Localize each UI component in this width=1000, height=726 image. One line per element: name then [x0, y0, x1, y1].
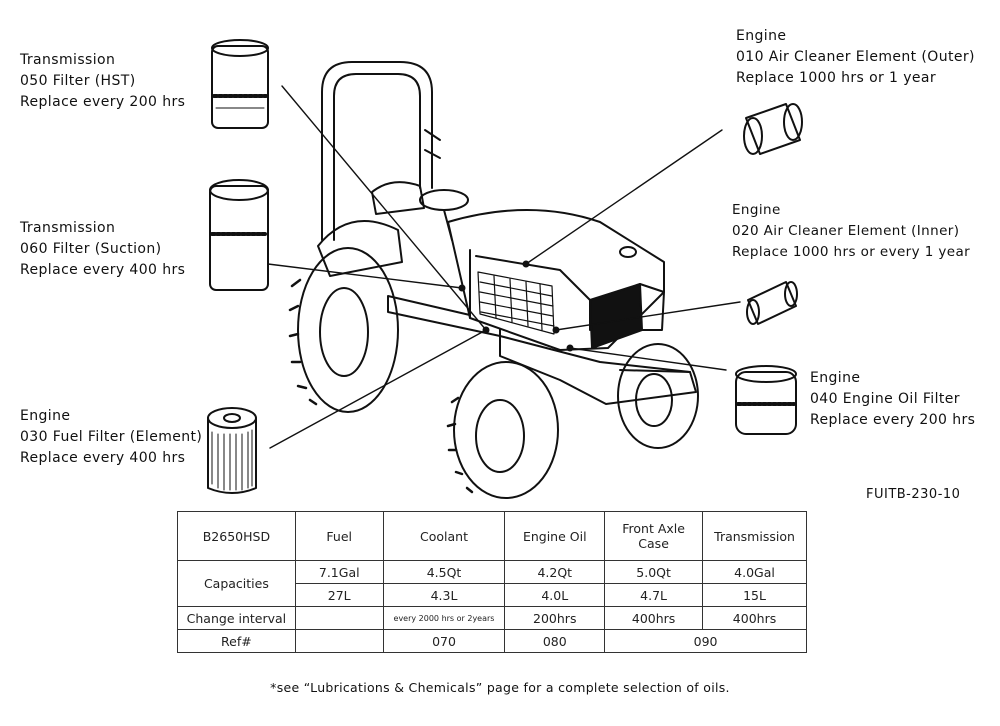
callout-010: Engine 010 Air Cleaner Element (Outer) R…	[736, 26, 975, 89]
leader-lines	[267, 85, 741, 449]
interval-label: Change interval	[177, 606, 296, 630]
front-wheel-left	[446, 361, 559, 499]
callout-040-part: 040 Engine Oil Filter	[810, 391, 960, 407]
rear-wheel	[288, 247, 399, 413]
table-row: Capacities 7.1Gal 4.5Qt 4.2Qt 5.0Qt 4.0G…	[177, 560, 807, 607]
callout-040-interval: Replace every 200 hrs	[810, 412, 976, 428]
filter-040-icon	[735, 365, 797, 435]
interval-transmission: 400hrs	[702, 606, 807, 630]
callout-040: Engine 040 Engine Oil Filter Replace eve…	[810, 368, 975, 431]
tractor-diagram	[207, 39, 803, 499]
ref-coolant: 070	[382, 629, 506, 653]
footnote: *see “Lubrications & Chemicals” page for…	[270, 680, 730, 695]
col-engine-oil: Engine Oil	[504, 511, 606, 561]
filter-010-icon	[743, 103, 803, 155]
table-row: Ref# 070 080 090	[177, 629, 807, 653]
table-row: 27L 4.3L 4.0L 4.7L 15L	[178, 583, 807, 607]
interval-engine-oil: 200hrs	[504, 606, 606, 630]
callout-050-system: Transmission	[20, 52, 116, 68]
cap-us-fuel: 7.1Gal	[294, 560, 384, 584]
callout-020-system: Engine	[732, 202, 781, 218]
interval-front-axle: 400hrs	[604, 606, 704, 630]
cap-us-front-axle: 5.0Qt	[604, 560, 704, 584]
capacities-label: Capacities	[177, 560, 296, 607]
callout-020-interval: Replace 1000 hrs or every 1 year	[732, 244, 971, 260]
col-fuel: Fuel	[294, 511, 384, 561]
cap-us-transmission: 4.0Gal	[702, 560, 807, 584]
callout-030: Engine 030 Fuel Filter (Element) Replace…	[20, 406, 202, 469]
ref-label: Ref#	[177, 629, 296, 653]
callout-040-system: Engine	[810, 370, 861, 386]
cap-metric-fuel: 27L	[294, 583, 384, 607]
callout-020-part: 020 Air Cleaner Element (Inner)	[732, 223, 960, 239]
cap-metric-front-axle: 4.7L	[604, 583, 704, 607]
callout-010-part: 010 Air Cleaner Element (Outer)	[736, 49, 975, 65]
callout-050: Transmission 050 Filter (HST) Replace ev…	[20, 50, 185, 113]
callout-030-system: Engine	[20, 408, 71, 424]
callout-060: Transmission 060 Filter (Suction) Replac…	[20, 218, 185, 281]
rops-frame	[321, 61, 441, 241]
callout-020: Engine 020 Air Cleaner Element (Inner) R…	[732, 200, 970, 263]
cap-metric-engine-oil: 4.0L	[504, 583, 606, 607]
callout-030-interval: Replace every 400 hrs	[20, 450, 186, 466]
callout-050-part: 050 Filter (HST)	[20, 73, 136, 89]
filter-020-icon	[746, 281, 798, 325]
cap-metric-transmission: 15L	[702, 583, 807, 607]
callout-050-interval: Replace every 200 hrs	[20, 94, 186, 110]
interval-coolant: every 2000 hrs or 2years	[382, 606, 506, 630]
cap-metric-coolant: 4.3L	[382, 583, 506, 607]
callout-010-interval: Replace 1000 hrs or 1 year	[736, 70, 937, 86]
cap-us-coolant: 4.5Qt	[382, 560, 506, 584]
side-grille	[477, 271, 555, 335]
filter-060-icon	[209, 179, 269, 291]
filter-030-icon	[207, 407, 257, 494]
callout-010-system: Engine	[736, 28, 787, 44]
front-grille	[589, 283, 665, 349]
cap-us-engine-oil: 4.2Qt	[504, 560, 606, 584]
chassis	[499, 335, 697, 405]
table-header-row: B2650HSD Fuel Coolant Engine Oil Front A…	[177, 511, 807, 561]
ref-axle-transmission: 090	[604, 629, 807, 653]
callout-060-interval: Replace every 400 hrs	[20, 262, 186, 278]
table-row: Change interval every 2000 hrs or 2years…	[177, 606, 807, 630]
callout-060-system: Transmission	[20, 220, 116, 236]
ref-engine-oil: 080	[504, 629, 606, 653]
model-cell: B2650HSD	[177, 511, 296, 561]
col-front-axle: Front Axle Case	[604, 511, 704, 561]
figure-code: FUITB-230-10	[866, 487, 961, 502]
callout-060-part: 060 Filter (Suction)	[20, 241, 162, 257]
filter-050-icon	[211, 39, 269, 129]
col-transmission: Transmission	[702, 511, 807, 561]
callout-030-part: 030 Fuel Filter (Element)	[20, 429, 203, 445]
ref-fuel	[294, 629, 384, 653]
front-wheel-right	[617, 343, 699, 449]
col-coolant: Coolant	[382, 511, 506, 561]
interval-fuel	[294, 606, 384, 630]
capacities-table: B2650HSD Fuel Coolant Engine Oil Front A…	[177, 511, 807, 653]
